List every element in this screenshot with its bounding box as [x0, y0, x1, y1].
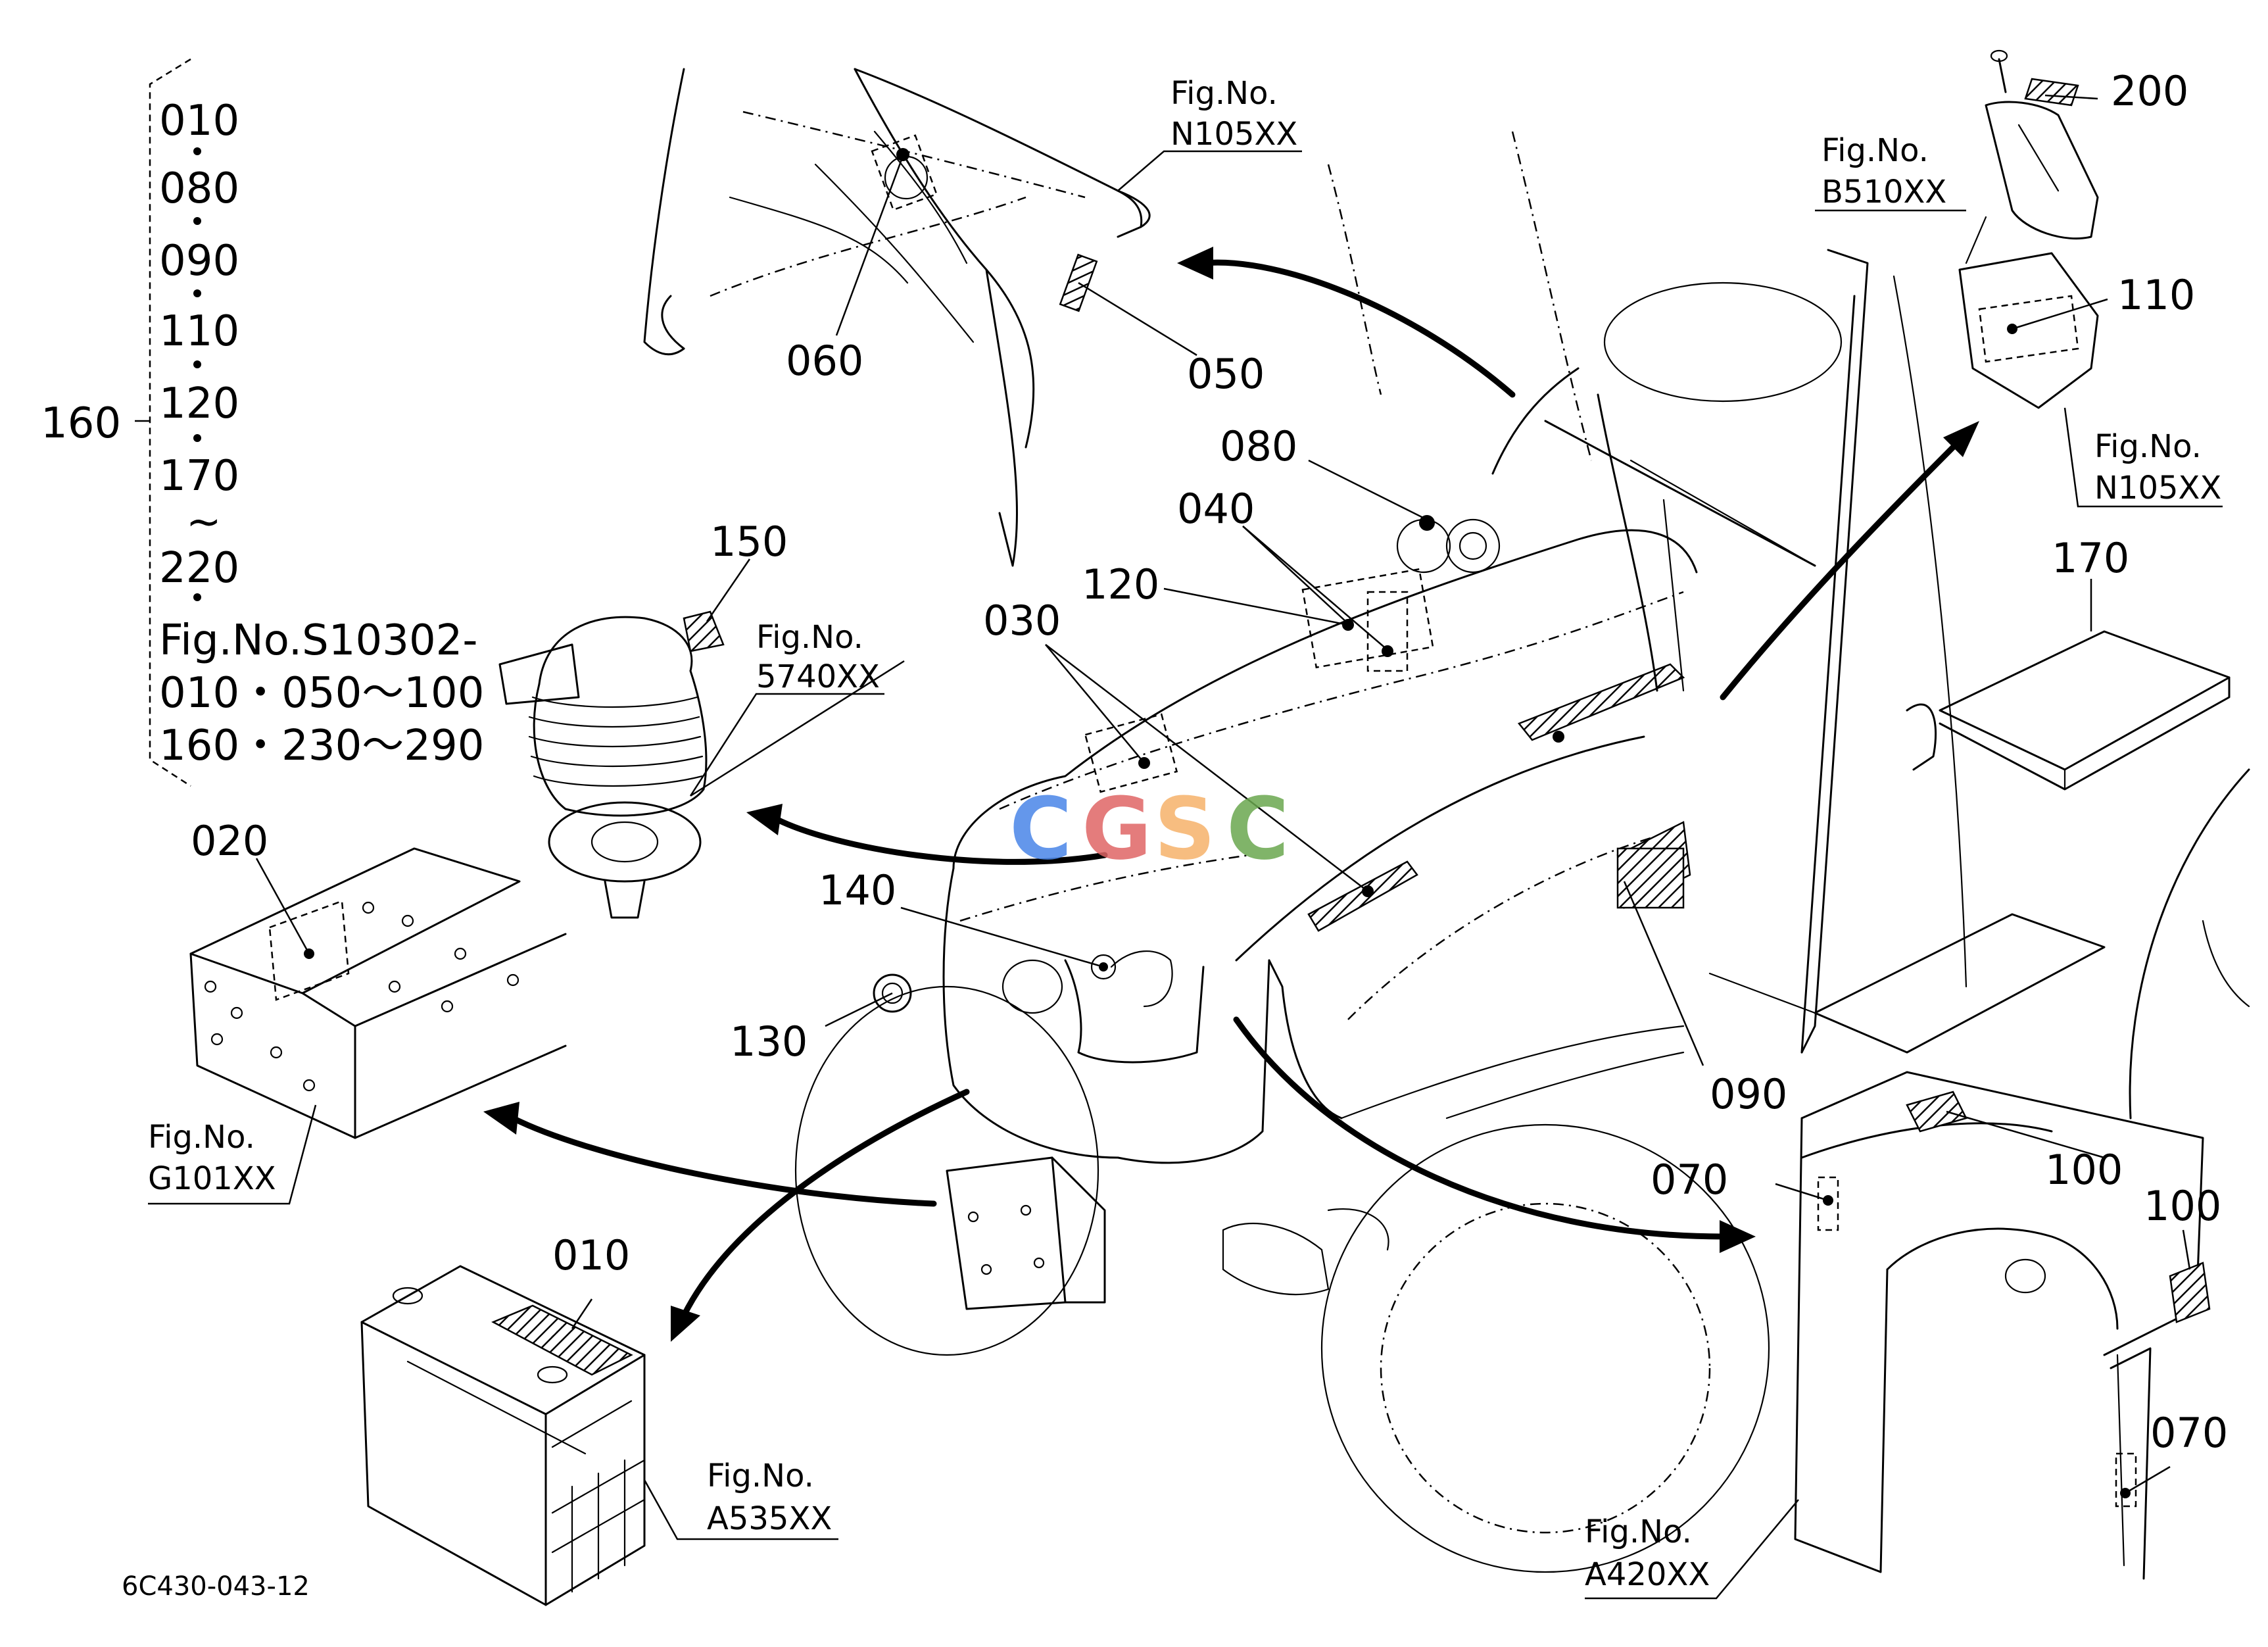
- battery-drawing: [360, 1265, 646, 1606]
- watermark-letter-4: C: [1226, 779, 1289, 879]
- callout-030: 030: [983, 597, 1061, 645]
- callout-010: 010: [552, 1231, 630, 1279]
- fig-prefix-n105-right: Fig.No.: [2094, 428, 2202, 465]
- fig-prefix-5740: Fig.No.: [756, 619, 863, 656]
- fig-number-g101: G101XX: [148, 1160, 276, 1197]
- callout-090: 090: [1710, 1070, 1787, 1118]
- callout-130: 130: [730, 1018, 808, 1066]
- callout-110: 110: [2117, 271, 2195, 319]
- fig-ref-items-line-2: 160・230～290: [159, 722, 484, 770]
- fender-drawing: [643, 68, 1151, 567]
- callout-070-left: 070: [1651, 1156, 1728, 1204]
- leader-lines: [148, 94, 2223, 1600]
- fig-ref-line: Fig.No.S10302-: [159, 616, 477, 665]
- watermark-letter-3: S: [1154, 779, 1216, 879]
- fig-ref-items-line-1: 010・050～100: [159, 669, 484, 718]
- air-cleaner-drawing: [498, 610, 725, 919]
- drawing-code: 6C430-043-12: [122, 1571, 310, 1602]
- frame-drawing: [189, 847, 567, 1139]
- bracket-list: 160 010 080 090 110 120 170 ~ 220 Fig.No…: [41, 58, 484, 787]
- callout-labels: 060 050 080 040 120 030 150 140 130 020 …: [191, 67, 2228, 1457]
- fig-prefix-n105-top: Fig.No.: [1170, 75, 1278, 112]
- list-item-170: 170: [159, 452, 239, 501]
- callout-070-right: 070: [2150, 1409, 2228, 1457]
- direction-arrows: [483, 247, 1979, 1342]
- fig-number-n105-top: N105XX: [1170, 116, 1297, 153]
- fig-references: Fig.No. N105XX Fig.No. B510XX Fig.No. N1…: [148, 75, 2221, 1593]
- fig-prefix-b510: Fig.No.: [1822, 132, 1929, 169]
- callout-150: 150: [710, 518, 788, 566]
- list-item-010: 010: [159, 97, 239, 145]
- callout-080: 080: [1220, 422, 1297, 470]
- watermark-logo: C G S C: [1009, 779, 1289, 879]
- fig-number-a420: A420XX: [1585, 1556, 1710, 1593]
- fig-prefix-a535: Fig.No.: [707, 1458, 814, 1494]
- fig-number-a535: A535XX: [707, 1500, 832, 1537]
- tractor-body: [794, 131, 2250, 1573]
- callout-170: 170: [2052, 534, 2129, 582]
- manual-drawing: [1939, 630, 2231, 791]
- radiator-panel-drawing: [1794, 1071, 2211, 1580]
- callout-020: 020: [191, 817, 268, 865]
- callout-100-top: 100: [2045, 1146, 2123, 1194]
- fig-number-n105-right: N105XX: [2094, 470, 2221, 506]
- callout-120: 120: [1082, 560, 1159, 608]
- fig-prefix-g101: Fig.No.: [148, 1119, 255, 1156]
- callout-040: 040: [1177, 485, 1255, 533]
- fig-number-b510: B510XX: [1822, 174, 1946, 210]
- watermark-letter-2: G: [1082, 779, 1152, 879]
- callout-060: 060: [786, 337, 863, 385]
- list-item-110: 110: [159, 307, 239, 356]
- bracket-parts-drawing: [1958, 49, 2099, 409]
- callout-140: 140: [819, 866, 896, 914]
- group-label-160: 160: [41, 399, 121, 448]
- watermark-letter-1: C: [1009, 779, 1072, 879]
- fig-number-5740: 5740XX: [756, 658, 880, 695]
- callout-100-right: 100: [2144, 1182, 2221, 1230]
- range-symbol: ~: [186, 498, 222, 547]
- fig-prefix-a420: Fig.No.: [1585, 1513, 1692, 1550]
- cap-130-drawing: [873, 973, 912, 1013]
- list-item-090: 090: [159, 237, 239, 285]
- callout-050: 050: [1187, 350, 1265, 398]
- callout-200: 200: [2111, 67, 2188, 115]
- list-item-080: 080: [159, 164, 239, 213]
- list-item-120: 120: [159, 380, 239, 428]
- list-item-220: 220: [159, 544, 239, 593]
